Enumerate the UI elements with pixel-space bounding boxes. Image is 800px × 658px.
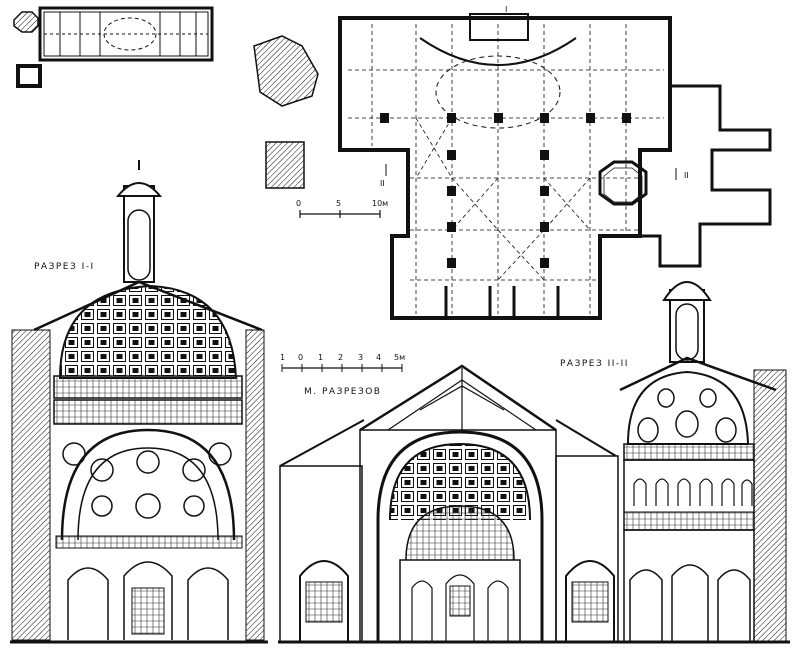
section-1-1: РАЗРЕЗ I-I bbox=[10, 160, 268, 644]
plan-scale-tick: 0 bbox=[296, 199, 301, 208]
key-plan bbox=[13, 6, 214, 88]
section-scale-tick: 1 bbox=[318, 353, 323, 362]
section-scale-tick: 5м bbox=[394, 353, 405, 362]
section-1-label: РАЗРЕЗ I-I bbox=[34, 262, 95, 272]
plan-scale-bar: 0 5 10м bbox=[296, 199, 388, 218]
section-mark-right: II bbox=[684, 171, 689, 180]
section-scale-title: М. РАЗРЕЗОВ bbox=[304, 387, 381, 397]
section-scale-tick: 4 bbox=[376, 353, 381, 362]
church-plan: 0 5 10м II II I bbox=[253, 5, 772, 320]
section-mark-top: I bbox=[505, 5, 507, 14]
plan-piers bbox=[380, 113, 631, 268]
section-2-2: РАЗРЕЗ II-II bbox=[560, 281, 790, 644]
plan-scale-tick: 5 bbox=[336, 199, 341, 208]
section-scale-bar: 1 0 1 2 3 4 5м М. РАЗРЕЗОВ bbox=[280, 353, 405, 397]
plan-scale-tick: 10м bbox=[372, 199, 388, 208]
section-scale-tick: 3 bbox=[358, 353, 363, 362]
section-scale-tick: 0 bbox=[298, 353, 303, 362]
section-scale-tick: 1 bbox=[280, 353, 285, 362]
section-scale-tick: 2 bbox=[338, 353, 343, 362]
section-mark-left: II bbox=[380, 179, 385, 188]
section-2-label: РАЗРЕЗ II-II bbox=[560, 359, 629, 369]
nave-section bbox=[278, 364, 620, 644]
